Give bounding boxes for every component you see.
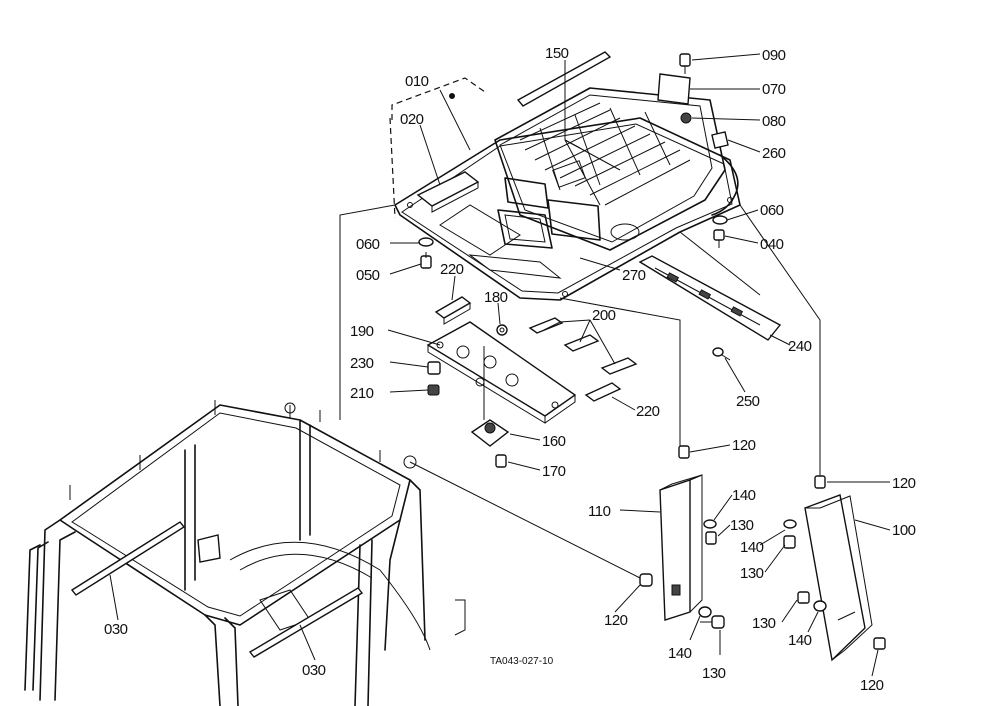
label-120-c: 120: [892, 475, 916, 492]
part-030-rod-b: [248, 587, 364, 658]
label-190: 190: [350, 323, 374, 340]
part-180-nut: [496, 324, 508, 336]
part-130-bolt-a: [705, 531, 717, 545]
label-070: 070: [762, 81, 786, 98]
label-160: 160: [542, 433, 566, 450]
part-150-strip: [516, 51, 612, 107]
part-140-washer-a: [703, 519, 717, 529]
label-060-right: 060: [760, 202, 784, 219]
part-labels: 010 020 150 090 070 080 260 060 040 060 …: [104, 45, 916, 694]
label-200: 200: [592, 307, 616, 324]
part-070-plate: [657, 73, 691, 105]
part-210-bolt: [427, 384, 440, 396]
label-080: 080: [762, 113, 786, 130]
part-120-bolt-c: [814, 475, 826, 489]
part-130-bolt-b: [700, 615, 725, 629]
label-020: 020: [400, 111, 424, 128]
part-170-bolt: [495, 454, 507, 468]
rops-frame: [24, 400, 466, 706]
part-220-pad-bottom: [584, 382, 622, 402]
part-120-bolt-a: [678, 445, 690, 459]
part-140-washer-d: [813, 600, 827, 612]
part-260-clip: [711, 131, 729, 149]
label-010: 010: [405, 73, 429, 90]
label-060-left: 060: [356, 236, 380, 253]
part-200-pads: [528, 317, 638, 375]
label-100: 100: [892, 522, 916, 539]
part-140-washer-b: [698, 606, 712, 618]
part-250-screw: [712, 347, 731, 361]
part-060-washer-right: [712, 215, 728, 225]
label-130-d: 130: [752, 615, 776, 632]
label-130-a: 130: [730, 517, 754, 534]
label-090: 090: [762, 47, 786, 64]
label-210: 210: [350, 385, 374, 402]
part-190-plate: [426, 321, 577, 424]
label-140-a: 140: [732, 487, 756, 504]
part-090-bolt: [679, 53, 691, 74]
label-270: 270: [622, 267, 646, 284]
part-120-bolt-d: [873, 637, 886, 650]
part-120-bolt-b: [639, 573, 653, 587]
label-120-a: 120: [732, 437, 756, 454]
label-180: 180: [484, 289, 508, 306]
part-080-nut: [680, 112, 692, 124]
label-120-b: 120: [604, 612, 628, 629]
label-030-a: 030: [104, 621, 128, 638]
part-010-bracket: [391, 77, 486, 120]
label-140-c: 140: [740, 539, 764, 556]
roof-panel: [394, 87, 741, 301]
label-120-d: 120: [860, 677, 884, 694]
roof-ribs: [519, 102, 691, 206]
label-150: 150: [545, 45, 569, 62]
label-130-b: 130: [702, 665, 726, 682]
leader-lines: [109, 53, 891, 677]
label-050: 050: [356, 267, 380, 284]
part-100-support: [804, 494, 873, 662]
label-220-bottom: 220: [636, 403, 660, 420]
part-030-rod-a: [70, 521, 186, 596]
label-040: 040: [760, 236, 784, 253]
label-030-b: 030: [302, 662, 326, 679]
part-020-pad: [416, 171, 480, 213]
part-050-bolt-left: [420, 252, 432, 269]
reference-code: TA043-027-10: [490, 656, 554, 667]
label-240: 240: [788, 338, 812, 355]
part-130-bolt-c: [783, 535, 796, 549]
label-260: 260: [762, 145, 786, 162]
part-160-mount: [470, 419, 510, 447]
label-250: 250: [736, 393, 760, 410]
part-110-support: [659, 474, 703, 621]
label-170: 170: [542, 463, 566, 480]
label-130-c: 130: [740, 565, 764, 582]
part-040-bolt-right: [713, 229, 725, 248]
part-060-washer-left: [418, 237, 434, 247]
assembly-lines: [339, 204, 821, 579]
part-130-bolt-d: [797, 591, 810, 604]
part-240-grille: [638, 255, 782, 341]
label-140-d: 140: [788, 632, 812, 649]
label-110: 110: [588, 503, 611, 520]
label-230: 230: [350, 355, 374, 372]
label-140-b: 140: [668, 645, 692, 662]
label-220-top: 220: [440, 261, 464, 278]
part-220-pad-top: [434, 296, 472, 325]
part-140-washer-c: [783, 519, 797, 529]
part-230-spacer: [427, 361, 441, 375]
